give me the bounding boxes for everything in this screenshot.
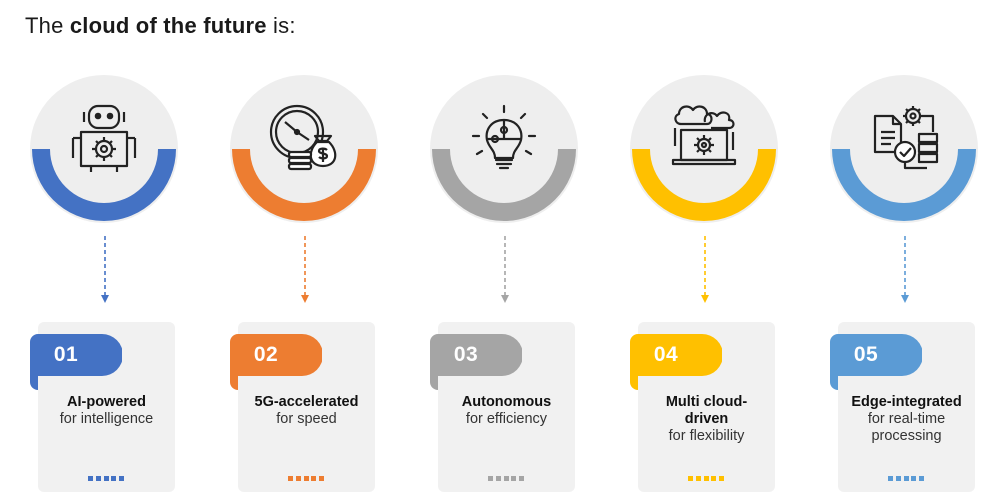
info-card: 03 Autonomous for efficiency (430, 322, 575, 492)
info-card: 05 Edge-integrated for real-time process… (830, 322, 975, 492)
connector-arrow (701, 236, 709, 303)
connector-arrow (301, 236, 309, 303)
item-title: Edge-integrated (851, 394, 962, 410)
connector-arrow (101, 236, 109, 303)
item-subtitle: for flexibility (668, 428, 745, 444)
item-title: Autonomous (461, 394, 552, 410)
icon-circle (30, 75, 178, 223)
info-card: 04 Multi cloud-driven for flexibility (630, 322, 775, 492)
dot-row (488, 476, 524, 481)
item-number: 04 (653, 343, 679, 366)
puzzle-lightbulb-icon (471, 104, 537, 170)
item-number: 03 (453, 343, 479, 366)
icon-circle (430, 75, 578, 223)
item-number: 02 (253, 343, 279, 366)
connector-arrow (501, 236, 509, 303)
item-title: 5G-accelerated (254, 394, 359, 410)
item-number: 05 (853, 343, 879, 366)
dot-row (688, 476, 724, 481)
icon-circle (230, 75, 378, 223)
icon-circle (630, 75, 778, 223)
page-title: The cloud of the future is: (25, 13, 296, 38)
dot-row (888, 476, 924, 481)
item-subtitle: for intelligence (59, 411, 154, 427)
item-subtitle: for speed (276, 411, 337, 427)
document-server-check-icon (873, 106, 939, 170)
number-tab: 05 (830, 334, 922, 376)
number-tab: 01 (30, 334, 122, 376)
number-tab: 04 (630, 334, 722, 376)
page-title-bold: cloud of the future (69, 13, 267, 38)
info-card: 02 5G-accelerated for speed (230, 322, 375, 492)
item-5g-accelerated: 02 5G-accelerated for speed (230, 0, 380, 499)
item-title: Multi cloud-driven (665, 394, 748, 427)
item-autonomous: 03 Autonomous for efficiency (430, 0, 580, 499)
item-number: 01 (53, 343, 79, 366)
item-ai-powered: 01 AI-powered for intelligence (30, 0, 180, 499)
cloud-laptop-gear-icon (671, 105, 737, 166)
icon-circle (830, 75, 978, 223)
item-multi-cloud-driven: 04 Multi cloud-driven for flexibility (630, 0, 780, 499)
dot-row (88, 476, 124, 481)
number-tab: 02 (230, 334, 322, 376)
item-subtitle: for efficiency (465, 411, 548, 427)
clock-money-bag-icon (269, 104, 337, 171)
item-edge-integrated: 05 Edge-integrated for real-time process… (830, 0, 980, 499)
dot-row (288, 476, 324, 481)
number-tab: 03 (430, 334, 522, 376)
robot-gear-icon (71, 104, 137, 172)
connector-arrow (901, 236, 909, 303)
info-card: 01 AI-powered for intelligence (30, 322, 175, 492)
item-subtitle: for real-time processing (867, 411, 946, 444)
item-title: AI-powered (67, 394, 146, 410)
